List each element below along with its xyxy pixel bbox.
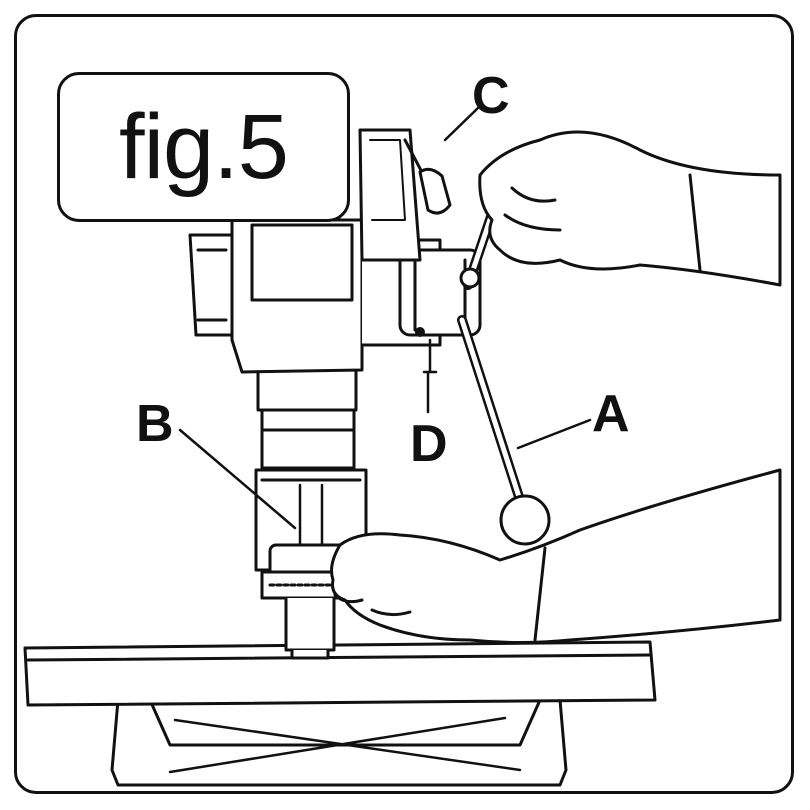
callout-c: C xyxy=(472,67,510,125)
callout-b: B xyxy=(136,395,174,453)
figure-label: fig.5 xyxy=(119,95,289,198)
feed-handle xyxy=(457,170,551,546)
drill-head xyxy=(188,128,482,374)
drill-table xyxy=(23,640,657,707)
lower-hand xyxy=(330,468,782,644)
locking-knob xyxy=(403,138,452,215)
callout-a: A xyxy=(592,385,630,443)
callout-d: D xyxy=(410,415,448,473)
leader-lines xyxy=(178,106,592,530)
drill-press-base xyxy=(110,698,568,787)
figure-label-box: fig.5 xyxy=(57,72,350,222)
upper-hand xyxy=(478,130,782,287)
